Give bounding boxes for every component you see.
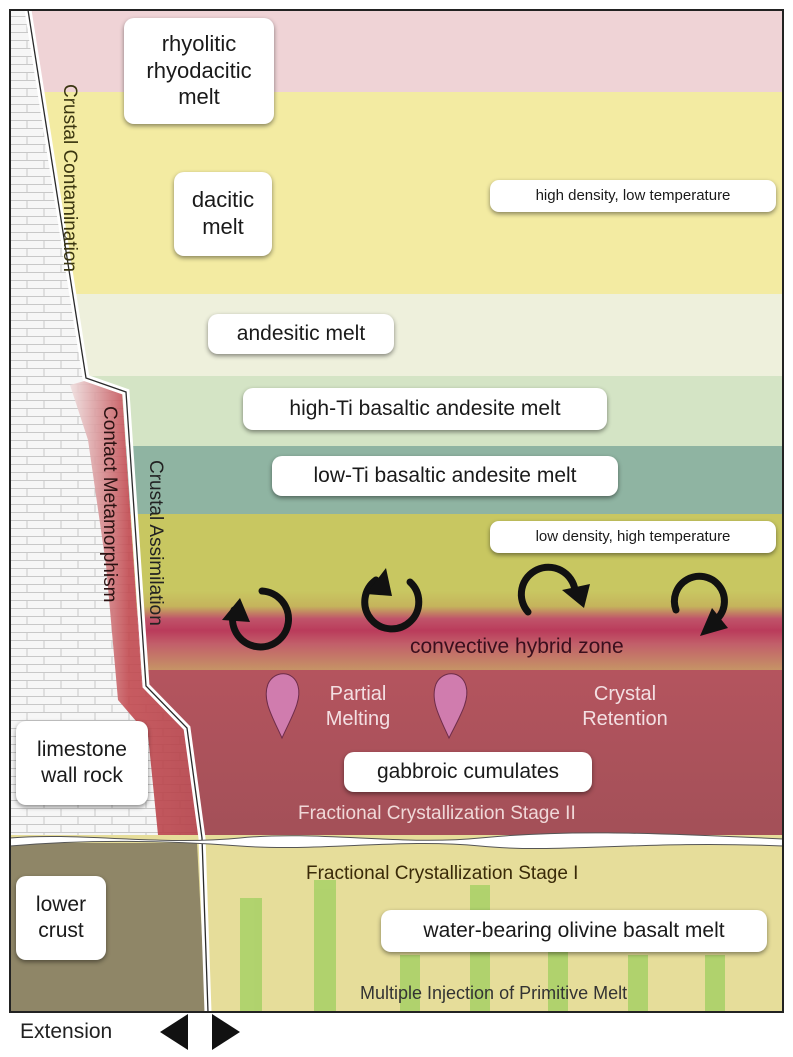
extension-right-arrow-icon[interactable] xyxy=(212,1014,240,1050)
limestone-wall-rock-label: limestone wall rock xyxy=(16,721,148,805)
convective-hybrid-zone-label: convective hybrid zone xyxy=(410,634,624,660)
contact-metamorphism-label: Contact Metamorphism xyxy=(98,406,120,602)
low-ti-melt-label: low-Ti basaltic andesite melt xyxy=(272,456,618,496)
andesitic-band xyxy=(10,294,783,376)
olivine-basalt-melt-label: water-bearing olivine basalt melt xyxy=(381,910,767,952)
multiple-injection-label: Multiple Injection of Primitive Melt xyxy=(360,982,627,1005)
low-density-label: low density, high temperature xyxy=(490,521,776,553)
high-ti-melt-label: high-Ti basaltic andesite melt xyxy=(243,388,607,430)
crustal-assimilation-label: Crustal Assimilation xyxy=(144,460,166,626)
crustal-contamination-label: Crustal Contamination xyxy=(58,84,80,272)
fractional-crystallization-stage-1-label: Fractional Crystallization Stage I xyxy=(306,862,578,886)
andesitic-melt-label: andesitic melt xyxy=(208,314,394,354)
crystal-retention-label: Crystal Retention xyxy=(562,682,688,732)
high-density-label: high density, low temperature xyxy=(490,180,776,212)
fractional-crystallization-stage-2-label: Fractional Crystallization Stage II xyxy=(298,802,576,826)
rhyolitic-melt-label: rhyolitic rhyodacitic melt xyxy=(124,18,274,124)
extension-label: Extension xyxy=(20,1020,112,1044)
partial-melting-label: Partial Melting xyxy=(308,682,408,732)
dacitic-melt-label: dacitic melt xyxy=(174,172,272,256)
extension-left-arrow-icon[interactable] xyxy=(160,1014,188,1050)
lower-crust-label: lower crust xyxy=(16,876,106,960)
gabbroic-cumulates-label: gabbroic cumulates xyxy=(344,752,592,792)
